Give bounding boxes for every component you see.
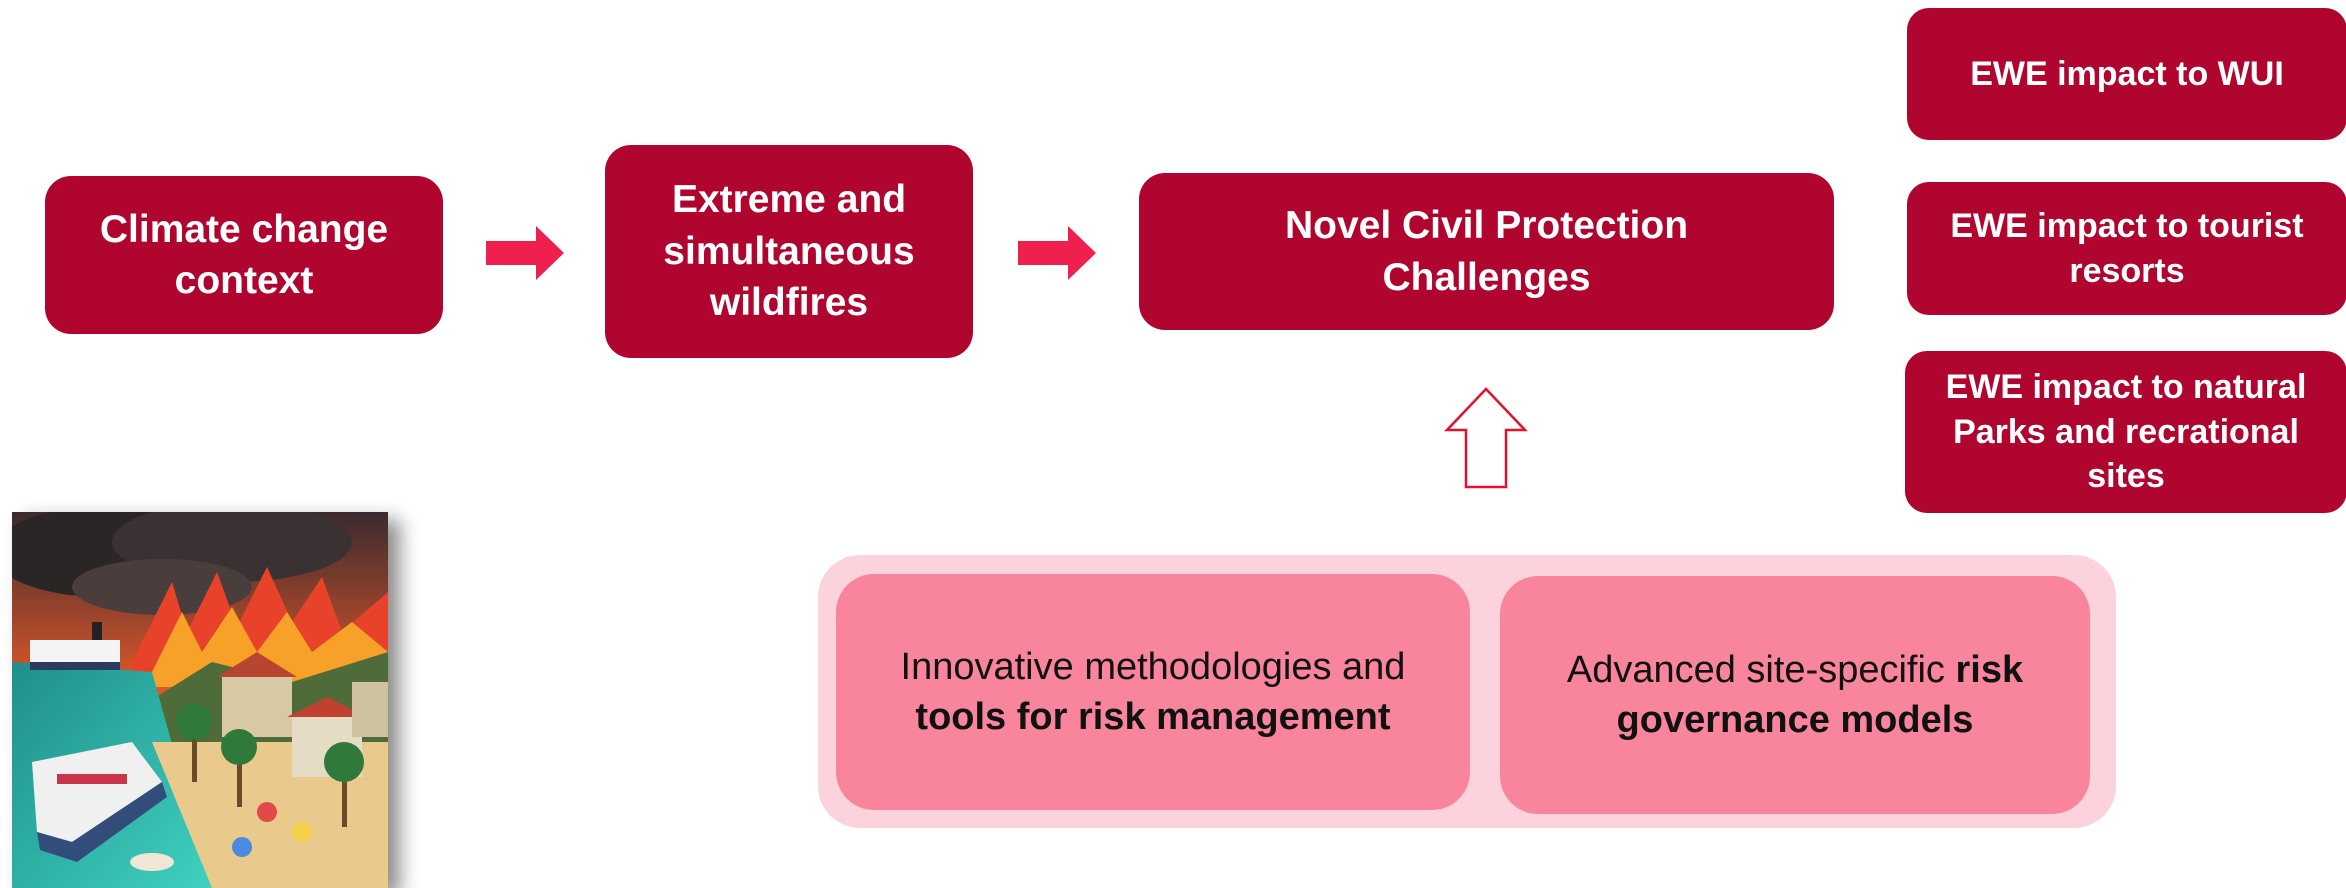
card-risk-governance-models: Advanced site-specific risk governance m… — [1500, 576, 2090, 814]
card-risk-management-tools: Innovative methodologies and tools for r… — [836, 574, 1470, 810]
card-left-plain-text: Innovative methodologies and — [900, 645, 1406, 688]
box-civil-protection-label: Novel Civil Protection Challenges — [1284, 204, 1689, 299]
card-right-bold-text-2: governance models — [1616, 699, 1974, 741]
box-impact-tourist: EWE impact to tourist resorts — [1907, 182, 2346, 315]
box-impact-tourist-label: EWE impact to tourist resorts — [1950, 206, 2304, 290]
right-arrow-icon-2 — [1018, 226, 1096, 280]
box-impact-parks: EWE impact to natural Parks and recratio… — [1905, 351, 2346, 513]
box-impact-wui: EWE impact to WUI — [1907, 8, 2346, 140]
box-impact-wui-label: EWE impact to WUI — [1970, 54, 2284, 93]
box-climate-change: Climate change context — [45, 176, 443, 334]
wildfire-resort-illustration — [12, 512, 388, 888]
box-wildfires-label: Extreme and simultaneous wildfires — [663, 178, 915, 325]
card-left-bold-text: tools for risk management — [915, 696, 1391, 738]
card-right-bold-text-1: risk — [1955, 648, 2024, 691]
right-arrow-icon-1 — [486, 226, 564, 280]
box-climate-change-label: Climate change context — [99, 207, 389, 302]
illustration-graphic — [12, 512, 388, 888]
box-impact-parks-label: EWE impact to natural Parks and recratio… — [1945, 367, 2307, 496]
box-wildfires: Extreme and simultaneous wildfires — [605, 145, 973, 358]
card-right-plain-text: Advanced site-specific — [1566, 648, 1945, 691]
up-arrow-icon — [1444, 387, 1528, 489]
box-civil-protection: Novel Civil Protection Challenges — [1139, 173, 1834, 330]
